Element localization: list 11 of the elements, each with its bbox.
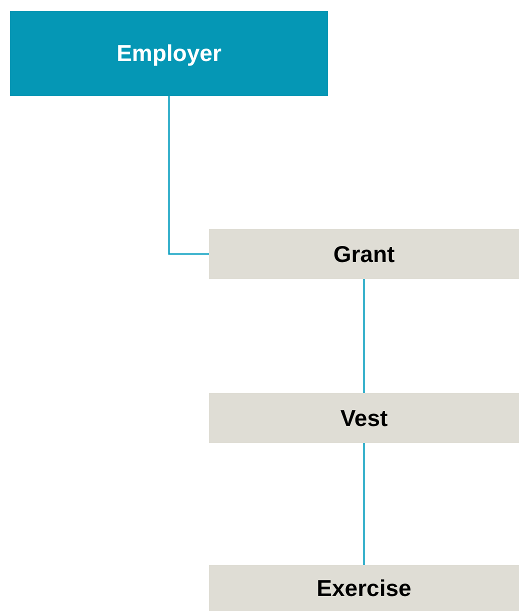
node-label: Employer — [116, 40, 222, 67]
connector-line — [363, 279, 365, 393]
process-box — [209, 393, 519, 443]
employer-box — [10, 11, 328, 96]
process-box — [209, 565, 519, 611]
node-label: Grant — [333, 240, 395, 268]
connector-line — [168, 96, 209, 255]
node-label: Exercise — [316, 574, 412, 602]
process-box — [209, 229, 519, 279]
connector-line — [363, 443, 365, 565]
node-label: Vest — [340, 404, 388, 432]
